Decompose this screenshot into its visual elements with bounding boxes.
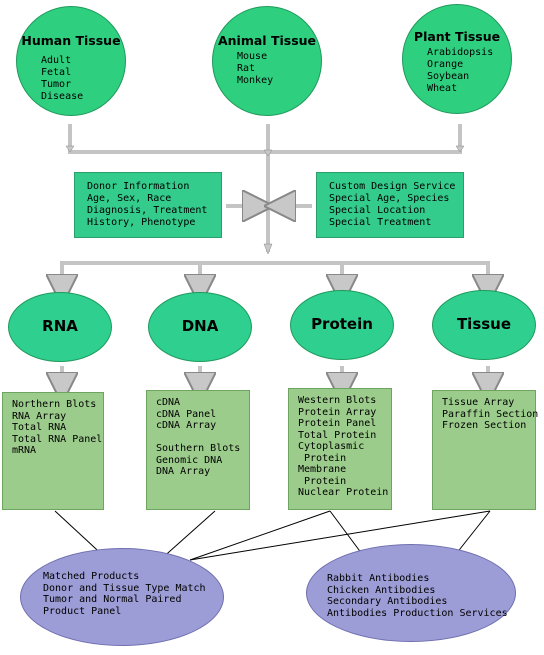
list-item: Nuclear Protein	[298, 487, 389, 498]
list-item: Monkey	[237, 75, 274, 86]
custom-design-box: Custom Design Service Special Age, Speci…	[316, 172, 464, 238]
plant-tissue-circle: Plant Tissue Arabidopsis Orange Soybean …	[402, 4, 512, 114]
list-item: Special Location	[329, 205, 426, 216]
list-item: Wheat	[427, 83, 458, 94]
list-item: Protein Panel	[298, 418, 377, 429]
list-item: Genomic DNA	[156, 454, 223, 466]
list-item: mRNA	[12, 445, 37, 456]
protein-products-box: Western Blots Protein Array Protein Pane…	[288, 388, 392, 510]
list-item: RNA Array	[12, 410, 67, 422]
plant-tissue-title: Plant Tissue	[413, 29, 501, 44]
list-item: Protein	[298, 452, 347, 464]
dna-title: DNA	[181, 317, 219, 335]
list-item: Fetal	[41, 67, 72, 78]
list-item: Mouse	[237, 51, 268, 62]
list-item: Tissue Array	[442, 397, 515, 408]
list-item: Protein Array	[298, 406, 377, 418]
list-item: Cytoplasmic	[298, 441, 365, 452]
list-item	[156, 432, 249, 444]
list-item: Frozen Section	[442, 420, 527, 431]
plant-tissue-items: Arabidopsis Orange Soybean Wheat	[427, 47, 493, 95]
list-item: Membrane	[298, 464, 347, 475]
list-item: Donor Information	[87, 181, 190, 192]
list-item: Western Blots	[298, 395, 377, 406]
list-item: Chicken Antibodies	[327, 584, 436, 596]
list-item: Special Treatment	[329, 217, 432, 228]
rna-oval: RNA	[8, 292, 112, 362]
list-item: Arabidopsis	[427, 47, 494, 58]
human-tissue-items: Adult Fetal Tumor Disease	[41, 55, 83, 103]
list-item: Adult	[41, 55, 72, 66]
animal-tissue-title: Animal Tissue	[217, 33, 317, 48]
list-item: Age, Sex, Race	[87, 193, 172, 204]
human-tissue-circle: Human Tissue Adult Fetal Tumor Disease	[16, 6, 126, 116]
rna-title: RNA	[42, 317, 78, 335]
dna-products-box: cDNA cDNA Panel cDNA Array Southern Blot…	[146, 390, 250, 510]
list-item: Total RNA	[12, 422, 67, 433]
list-item: Disease	[41, 91, 84, 102]
list-item: Secondary Antibodies	[327, 596, 448, 607]
list-item: Orange	[427, 59, 464, 70]
list-item: Diagnosis, Treatment	[87, 205, 208, 216]
list-item: Paraffin Section	[442, 408, 539, 420]
tissue-oval: Tissue	[432, 290, 536, 360]
animal-tissue-circle: Animal Tissue Mouse Rat Monkey	[212, 6, 322, 116]
flow-connectors	[60, 124, 490, 388]
list-item: cDNA Array	[156, 420, 217, 431]
dna-oval: DNA	[148, 292, 252, 362]
list-item: DNA Array	[156, 466, 211, 477]
donor-information-box: Donor Information Age, Sex, Race Diagnos…	[74, 172, 222, 238]
matched-products-oval: Matched Products Donor and Tissue Type M…	[20, 548, 224, 646]
list-item: Total RNA Panel	[12, 433, 103, 445]
antibodies-oval: Rabbit Antibodies Chicken Antibodies Sec…	[306, 544, 516, 642]
list-item: Total Protein	[298, 429, 377, 441]
list-item: Rat	[237, 63, 256, 74]
list-item: Custom Design Service	[329, 181, 456, 192]
animal-tissue-items: Mouse Rat Monkey	[237, 51, 273, 87]
list-item: Tumor	[41, 79, 72, 90]
list-item: Protein	[298, 475, 347, 487]
list-item: Rabbit Antibodies	[327, 573, 430, 584]
list-item: Northern Blots	[12, 399, 97, 410]
list-item: Donor and Tissue Type Match	[43, 582, 206, 594]
list-item: Special Age, Species	[329, 193, 450, 204]
list-item: cDNA Panel	[156, 408, 217, 420]
list-item: Southern Blots	[156, 443, 241, 454]
list-item: Matched Products	[43, 571, 140, 582]
list-item: cDNA	[156, 397, 181, 408]
list-item: Antibodies Production Services	[327, 607, 508, 619]
human-tissue-title: Human Tissue	[21, 33, 121, 48]
protein-title: Protein	[311, 315, 373, 333]
protein-oval: Protein	[290, 290, 394, 360]
list-item: Soybean	[427, 71, 470, 82]
list-item: History, Phenotype	[87, 217, 196, 228]
rna-products-box: Northern Blots RNA Array Total RNA Total…	[2, 392, 104, 510]
tissue-products-box: Tissue Array Paraffin Section Frozen Sec…	[432, 390, 539, 510]
list-item: Tumor and Normal Paired	[43, 594, 182, 605]
tissue-title: Tissue	[456, 315, 512, 333]
list-item: Product Panel	[43, 605, 122, 617]
